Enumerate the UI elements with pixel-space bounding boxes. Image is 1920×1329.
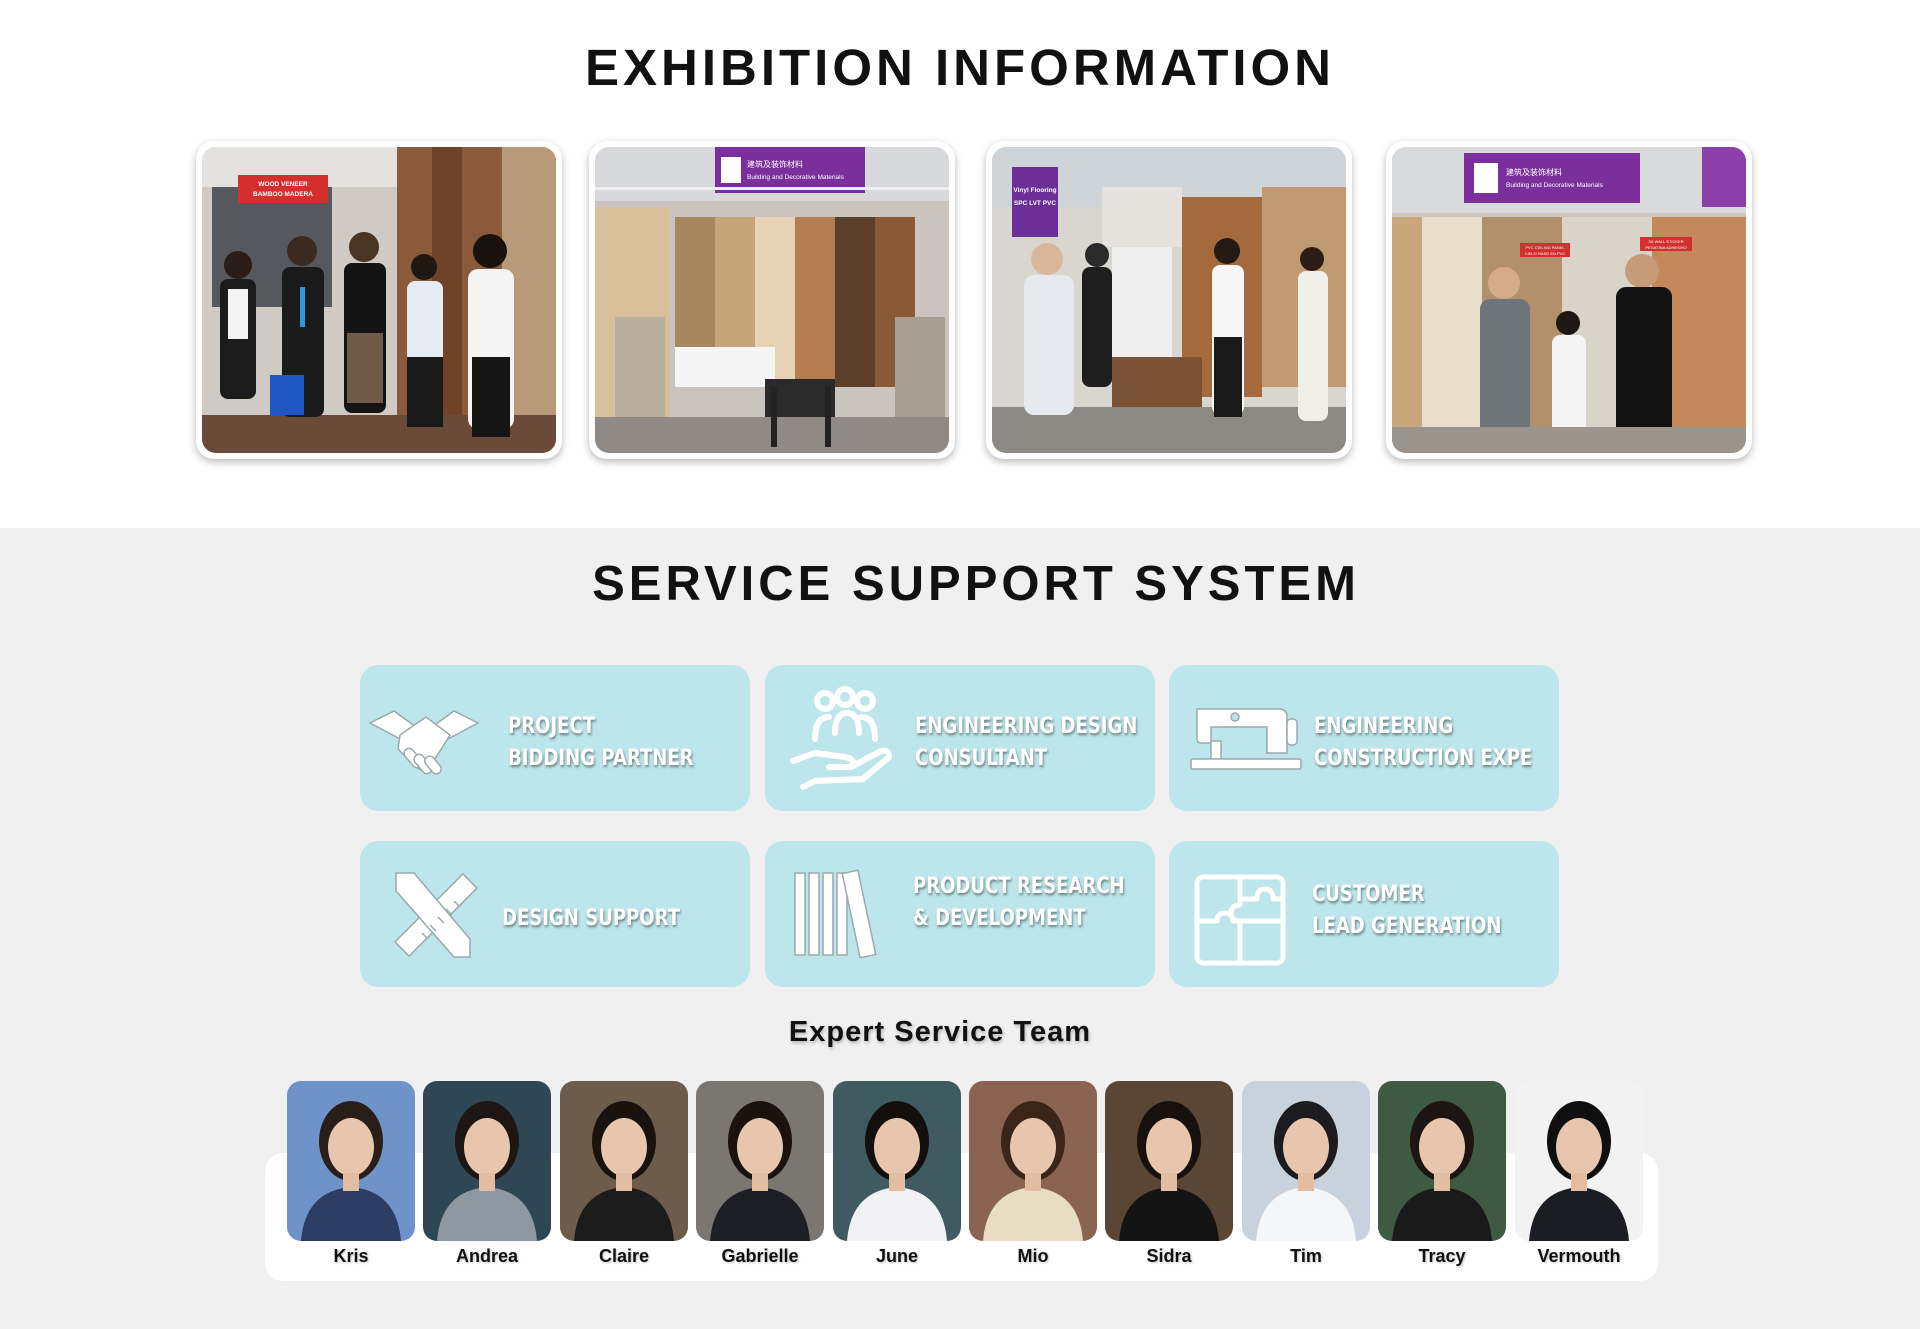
member-name: June [875,1246,918,1266]
service-card-label: DESIGN SUPPORT [502,903,695,935]
service-card-line1: PROJECT [508,714,596,739]
team-member[interactable]: June [833,1081,961,1267]
exhibition-photo-row: WOOD VENEER BAMBOO MADERA [196,141,1752,459]
service-title: SERVICE SUPPORT SYSTEM [592,557,1360,611]
team-member[interactable]: Andrea [423,1081,551,1267]
booth-sign-4b-l2: PEGATINA ADHESIVO [1645,245,1686,250]
member-name: Andrea [455,1246,518,1266]
member-portrait [969,1081,1097,1241]
booth-display-photo: 建筑及装饰材料 Building and Decorative Material… [595,147,949,453]
team-member[interactable]: Sidra [1105,1081,1233,1267]
booth-banner-cn-4: 建筑及装饰材料 [1506,167,1562,177]
member-portrait [1515,1081,1643,1241]
service-card-line1: CUSTOMER [1312,882,1425,907]
member-portrait [1105,1081,1233,1241]
sewing-machine-icon [1187,683,1307,793]
team-member[interactable]: Tracy [1378,1081,1506,1267]
service-section: SERVICE SUPPORT SYSTEM PROJECT BID [0,528,1920,1329]
booth-banner-cn-2: 建筑及装饰材料 [747,159,803,169]
service-card-line1: ENGINEERING DESIGN [915,714,1138,739]
service-card-line2: BIDDING PARTNER [508,746,694,771]
member-name: Tim [1290,1246,1322,1266]
exhibition-photo-1[interactable]: WOOD VENEER BAMBOO MADERA [196,141,562,459]
service-card-line1: PRODUCT RESEARCH [913,874,1125,899]
booth-team-photo: WOOD VENEER BAMBOO MADERA [202,147,556,453]
member-name: Kris [333,1246,369,1266]
service-card-project-bidding[interactable]: PROJECT BIDDING PARTNER [360,665,750,811]
booth-sign-4b-l1: 3D WALL STICKER [1648,239,1683,244]
service-card-line2: LEAD GENERATION [1312,914,1502,939]
booth-customers-photo: 建筑及装饰材料 Building and Decorative Material… [1392,147,1746,453]
team-title: Expert Service Team [788,1016,1092,1048]
member-portrait [696,1081,824,1241]
team-member[interactable]: Claire [560,1081,688,1267]
service-card-product-research[interactable]: PRODUCT RESEARCH & DEVELOPMENT [765,841,1155,987]
service-card-line2: CONSTRUCTION EXPE [1314,746,1533,771]
member-portrait [287,1081,415,1241]
member-name: Claire [598,1246,650,1266]
service-card-line2: & DEVELOPMENT [913,906,1086,931]
booth-banner-en-4: Building and Decorative Materials [1506,182,1604,189]
books-icon [785,859,905,969]
member-portrait [1378,1081,1506,1241]
service-card-line1: ENGINEERING [1314,714,1454,739]
team-member[interactable]: Kris [287,1081,415,1267]
handshake-icon [364,683,484,793]
member-name: Gabrielle [721,1246,799,1266]
service-card-customer-lead[interactable]: CUSTOMER LEAD GENERATION [1169,841,1559,987]
booth-sign-4a-l2: CIELO RASO EN PVC [1525,251,1566,256]
member-name: Vermouth [1537,1246,1621,1266]
member-portrait [560,1081,688,1241]
service-card-label: PRODUCT RESEARCH & DEVELOPMENT [913,871,1125,935]
member-name: Sidra [1146,1246,1192,1266]
exhibition-title: EXHIBITION INFORMATION [584,39,1336,96]
booth-sign-4a-l1: PVC CEILING PANEL [1525,245,1565,250]
team-hand-icon [785,683,905,793]
team-member[interactable]: Gabrielle [696,1081,824,1267]
service-card-label: PROJECT BIDDING PARTNER [508,711,701,775]
service-card-label: CUSTOMER LEAD GENERATION [1312,879,1505,943]
team-member[interactable]: Vermouth [1515,1081,1643,1267]
service-card-label: ENGINEERING CONSTRUCTION EXPE [1314,711,1533,775]
booth-sign-text-1b: BAMBOO MADERA [253,191,313,198]
ruler-pencil-icon [374,859,494,969]
puzzle-icon [1187,859,1307,969]
service-card-line1: DESIGN SUPPORT [502,906,681,931]
exhibition-section: EXHIBITION INFORMATION WOOD VENEER BAMBO… [0,0,1920,528]
team-member[interactable]: Mio [969,1081,1097,1267]
booth-banner-en-2: Building and Decorative Materials [747,174,845,181]
booth-sign-text-3b: SPC LVT PVC [1014,200,1056,207]
member-name: Mio [1017,1246,1049,1266]
member-portrait [423,1081,551,1241]
service-card-engineering-design[interactable]: ENGINEERING DESIGN CONSULTANT [765,665,1155,811]
exhibition-photo-2[interactable]: 建筑及装饰材料 Building and Decorative Material… [589,141,955,459]
booth-sign-text-1a: WOOD VENEER [258,181,308,188]
member-name: Tracy [1418,1246,1466,1266]
service-card-label: ENGINEERING DESIGN CONSULTANT [915,711,1138,775]
service-card-line2: CONSULTANT [915,746,1048,771]
booth-sign-text-3a: Vinyl Flooring [1013,187,1056,194]
member-portrait [833,1081,961,1241]
team-member[interactable]: Tim [1242,1081,1370,1267]
member-portrait [1242,1081,1370,1241]
service-card-engineering-construction[interactable]: ENGINEERING CONSTRUCTION EXPE [1169,665,1559,811]
booth-visitors-photo: Vinyl Flooring SPC LVT PVC [992,147,1346,453]
service-card-design-support[interactable]: DESIGN SUPPORT [360,841,750,987]
exhibition-photo-3[interactable]: Vinyl Flooring SPC LVT PVC [986,141,1352,459]
exhibition-photo-4[interactable]: 建筑及装饰材料 Building and Decorative Material… [1386,141,1752,459]
